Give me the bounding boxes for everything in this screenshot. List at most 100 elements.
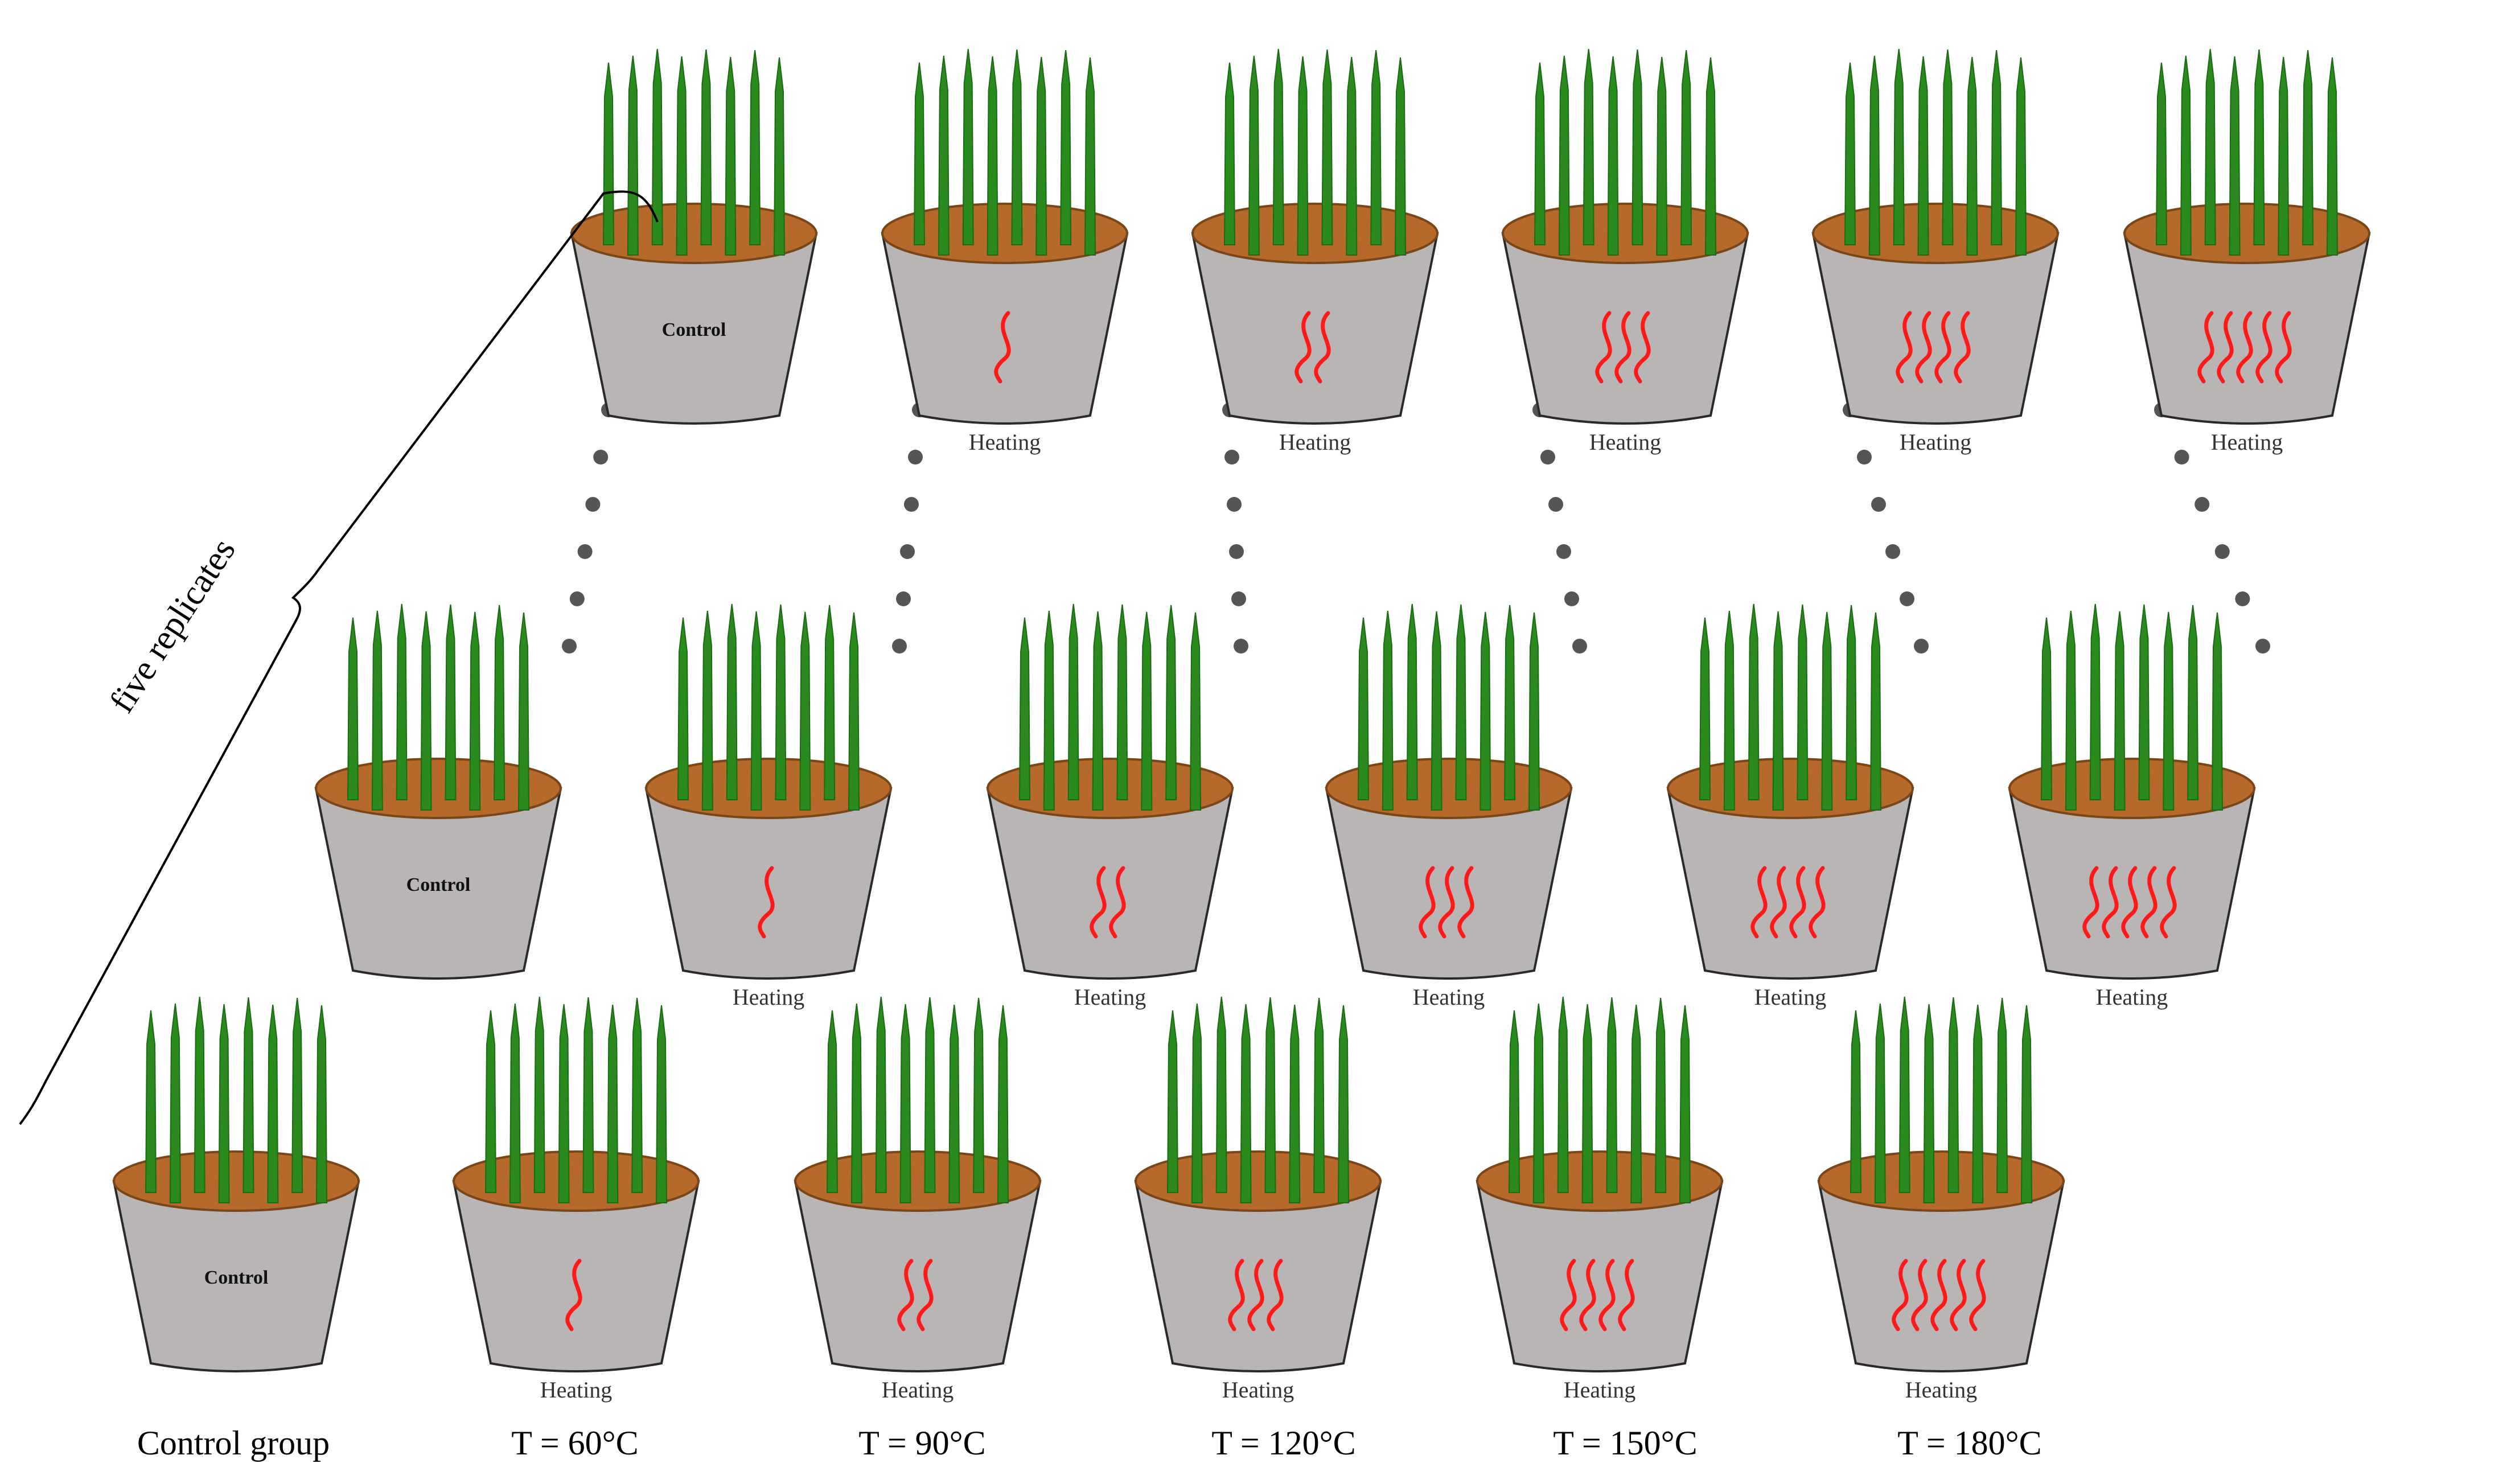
grass-blade <box>145 1010 157 1193</box>
heating-label: Heating <box>2211 429 2283 455</box>
heat-waves-icon <box>1896 311 1971 384</box>
grass-blade <box>1850 1010 1862 1193</box>
grass-blade <box>1504 605 1516 800</box>
grass-blade <box>1869 612 1882 811</box>
heat-wave <box>1267 1259 1284 1331</box>
grass-blade <box>396 603 408 800</box>
pot-back-t120: Heating <box>1501 48 1749 455</box>
grass-blade <box>1382 610 1394 811</box>
heating-label: Heating <box>2096 984 2168 1010</box>
pot-body <box>986 787 1234 980</box>
grass-blades <box>1357 603 1540 811</box>
grass-blade <box>1240 1004 1252 1203</box>
grass-blade <box>1534 62 1546 245</box>
heat-wave <box>2140 866 2157 939</box>
grass-blade <box>1874 1003 1886 1203</box>
label-t90: T = 90°C <box>858 1424 985 1462</box>
grass-blade <box>997 1005 1009 1203</box>
pot-body <box>794 1180 1042 1372</box>
heat-wave <box>2217 311 2234 384</box>
grass-blade <box>1581 1004 1593 1203</box>
pot-body <box>1476 1180 1724 1372</box>
heat-waves-icon <box>1294 311 1331 384</box>
heat-wave <box>1618 1259 1635 1331</box>
grass-blades <box>1018 603 1202 811</box>
pot-middle-t90: Heating <box>986 603 1234 1010</box>
connector-dot <box>2235 591 2250 606</box>
grass-blade <box>1084 57 1096 256</box>
heat-wave <box>1090 866 1107 939</box>
heat-waves-icon <box>994 311 1011 384</box>
connector-dot <box>1548 497 1563 512</box>
heat-wave <box>565 1259 582 1331</box>
label-t150: T = 150°C <box>1553 1424 1697 1462</box>
grass-blade <box>1223 62 1236 245</box>
grass-blades <box>1166 996 1350 1203</box>
grass-blade <box>1297 56 1309 256</box>
grass-blade <box>1289 1004 1301 1203</box>
grass-blade <box>924 997 936 1193</box>
heat-wave <box>1750 866 1768 939</box>
grass-blade <box>773 57 786 256</box>
heat-wave <box>1892 1259 1909 1331</box>
heat-wave <box>1579 1259 1596 1331</box>
grass-blade <box>1189 612 1202 811</box>
connector-dot <box>904 497 919 512</box>
grass-blade <box>1313 997 1325 1193</box>
grass-blade <box>1060 50 1072 245</box>
heat-wave <box>2160 866 2177 939</box>
grass-blade <box>1092 611 1104 811</box>
grass-blade <box>1370 50 1382 245</box>
heat-wave <box>1614 311 1631 384</box>
heat-waves-icon <box>1595 311 1651 384</box>
heat-wave <box>1809 866 1826 939</box>
grass-blade <box>1607 56 1619 256</box>
grass-blade <box>607 1004 619 1203</box>
grass-blade <box>169 1003 181 1203</box>
connector-dot <box>1556 544 1571 559</box>
grass-blades <box>2040 603 2224 811</box>
pot-middle-control: Control <box>314 603 562 980</box>
grass-blade <box>2020 1005 2033 1203</box>
grass-blade <box>1917 56 1929 256</box>
grass-blade <box>2326 57 2339 256</box>
grass-blade <box>1844 62 1856 245</box>
grass-blade <box>1394 57 1407 256</box>
connector-dot <box>569 591 585 606</box>
heat-wave <box>1457 866 1474 939</box>
heating-label: Heating <box>540 1377 613 1403</box>
heat-waves-icon <box>1090 866 1126 939</box>
grass-blade <box>1631 49 1643 245</box>
grass-blade <box>291 997 303 1193</box>
heat-wave <box>1930 1259 1947 1331</box>
grass-blade <box>1165 605 1177 800</box>
grass-blade <box>1606 997 1618 1193</box>
grass-blade <box>1455 604 1467 800</box>
heat-wave <box>1109 866 1126 939</box>
connector-dot <box>1234 639 1248 653</box>
heating-label: Heating <box>882 1377 954 1403</box>
grass-blade <box>1558 55 1570 256</box>
heating-label: Heating <box>1905 1377 1978 1403</box>
pot-front-control: Control <box>112 996 360 1372</box>
grass-blade <box>267 1004 279 1203</box>
grass-blade <box>1893 48 1905 245</box>
grass-blades <box>826 996 1009 1203</box>
connector-dot <box>2174 450 2189 464</box>
pot-body <box>1191 232 1439 425</box>
grass-blade <box>2065 610 2077 811</box>
label-t60: T = 60°C <box>511 1424 638 1462</box>
connector-dot <box>562 639 577 653</box>
heat-wave <box>994 311 1011 384</box>
grass-blade <box>1679 1005 1691 1203</box>
pot-middle-t120: Heating <box>1325 603 1573 1010</box>
grass-blade <box>494 605 506 800</box>
heat-wave <box>2102 866 2119 939</box>
grass-blade <box>1264 997 1276 1193</box>
heat-wave <box>1419 866 1436 939</box>
grass-blades <box>677 603 860 811</box>
heat-waves-icon <box>1228 1259 1284 1331</box>
